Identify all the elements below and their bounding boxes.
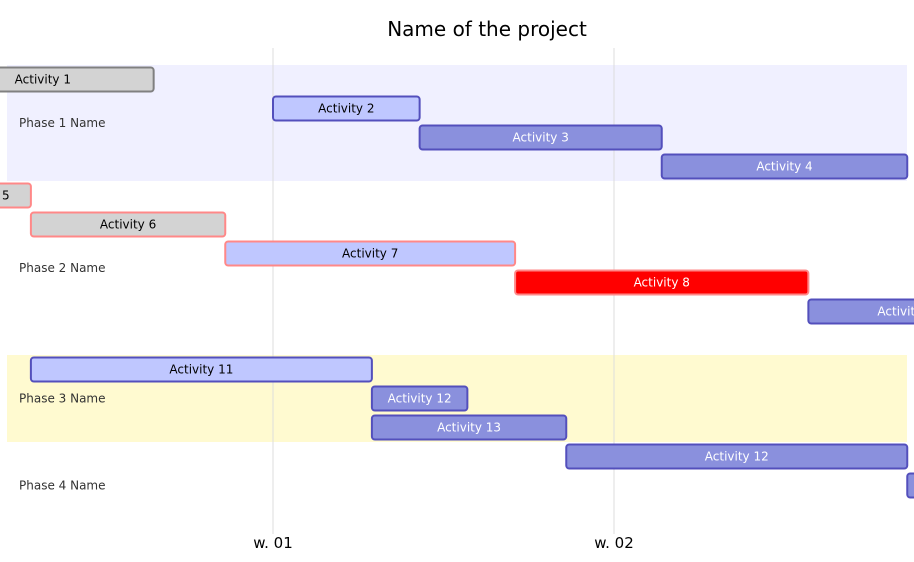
task-label: Activity 9	[877, 305, 914, 319]
task-bar	[565, 443, 909, 470]
task-label: Activity 12	[705, 450, 769, 464]
task-label: Activity 6	[100, 218, 156, 232]
task-label: Activity 4	[756, 160, 812, 174]
task-bar	[0, 66, 155, 93]
section-label: Phase 4 Name	[19, 479, 106, 493]
section-label: Phase 2 Name	[19, 261, 106, 275]
task-label: Activity 2	[318, 102, 374, 116]
task-bar	[29, 211, 227, 238]
task-bar	[370, 385, 469, 412]
task-bar	[660, 153, 909, 180]
task-bar	[418, 124, 663, 151]
task-bar	[514, 269, 810, 296]
task-bar	[0, 182, 32, 209]
task-bar	[370, 414, 568, 441]
x-tick-label: w. 01	[253, 534, 293, 552]
chart-title: Name of the project	[387, 17, 587, 41]
ticks-layer: w. 01 w. 02	[253, 534, 634, 552]
task-label: Activity 8	[634, 276, 690, 290]
task-bar	[224, 240, 517, 267]
task-label: Activity 12	[388, 392, 452, 406]
section-label: Phase 3 Name	[19, 392, 106, 406]
task-label: Activity 11	[169, 363, 233, 377]
x-tick-label: w. 02	[594, 534, 634, 552]
task-bar	[272, 95, 421, 122]
task-label: Activity 1	[15, 73, 71, 87]
task-label: Activity 5	[0, 189, 10, 203]
task-label: Activity 3	[513, 131, 569, 145]
section-band	[7, 181, 907, 355]
task-label: Activity 7	[342, 247, 398, 261]
section-label: Phase 1 Name	[19, 116, 106, 130]
task-label: Activity 13	[437, 421, 501, 435]
task-bar	[906, 472, 914, 499]
tasks-layer: Activity 1 Activity 2 Activity 3 Activity 4…	[0, 66, 914, 499]
task-bar	[29, 356, 373, 383]
task-bar	[807, 298, 914, 325]
